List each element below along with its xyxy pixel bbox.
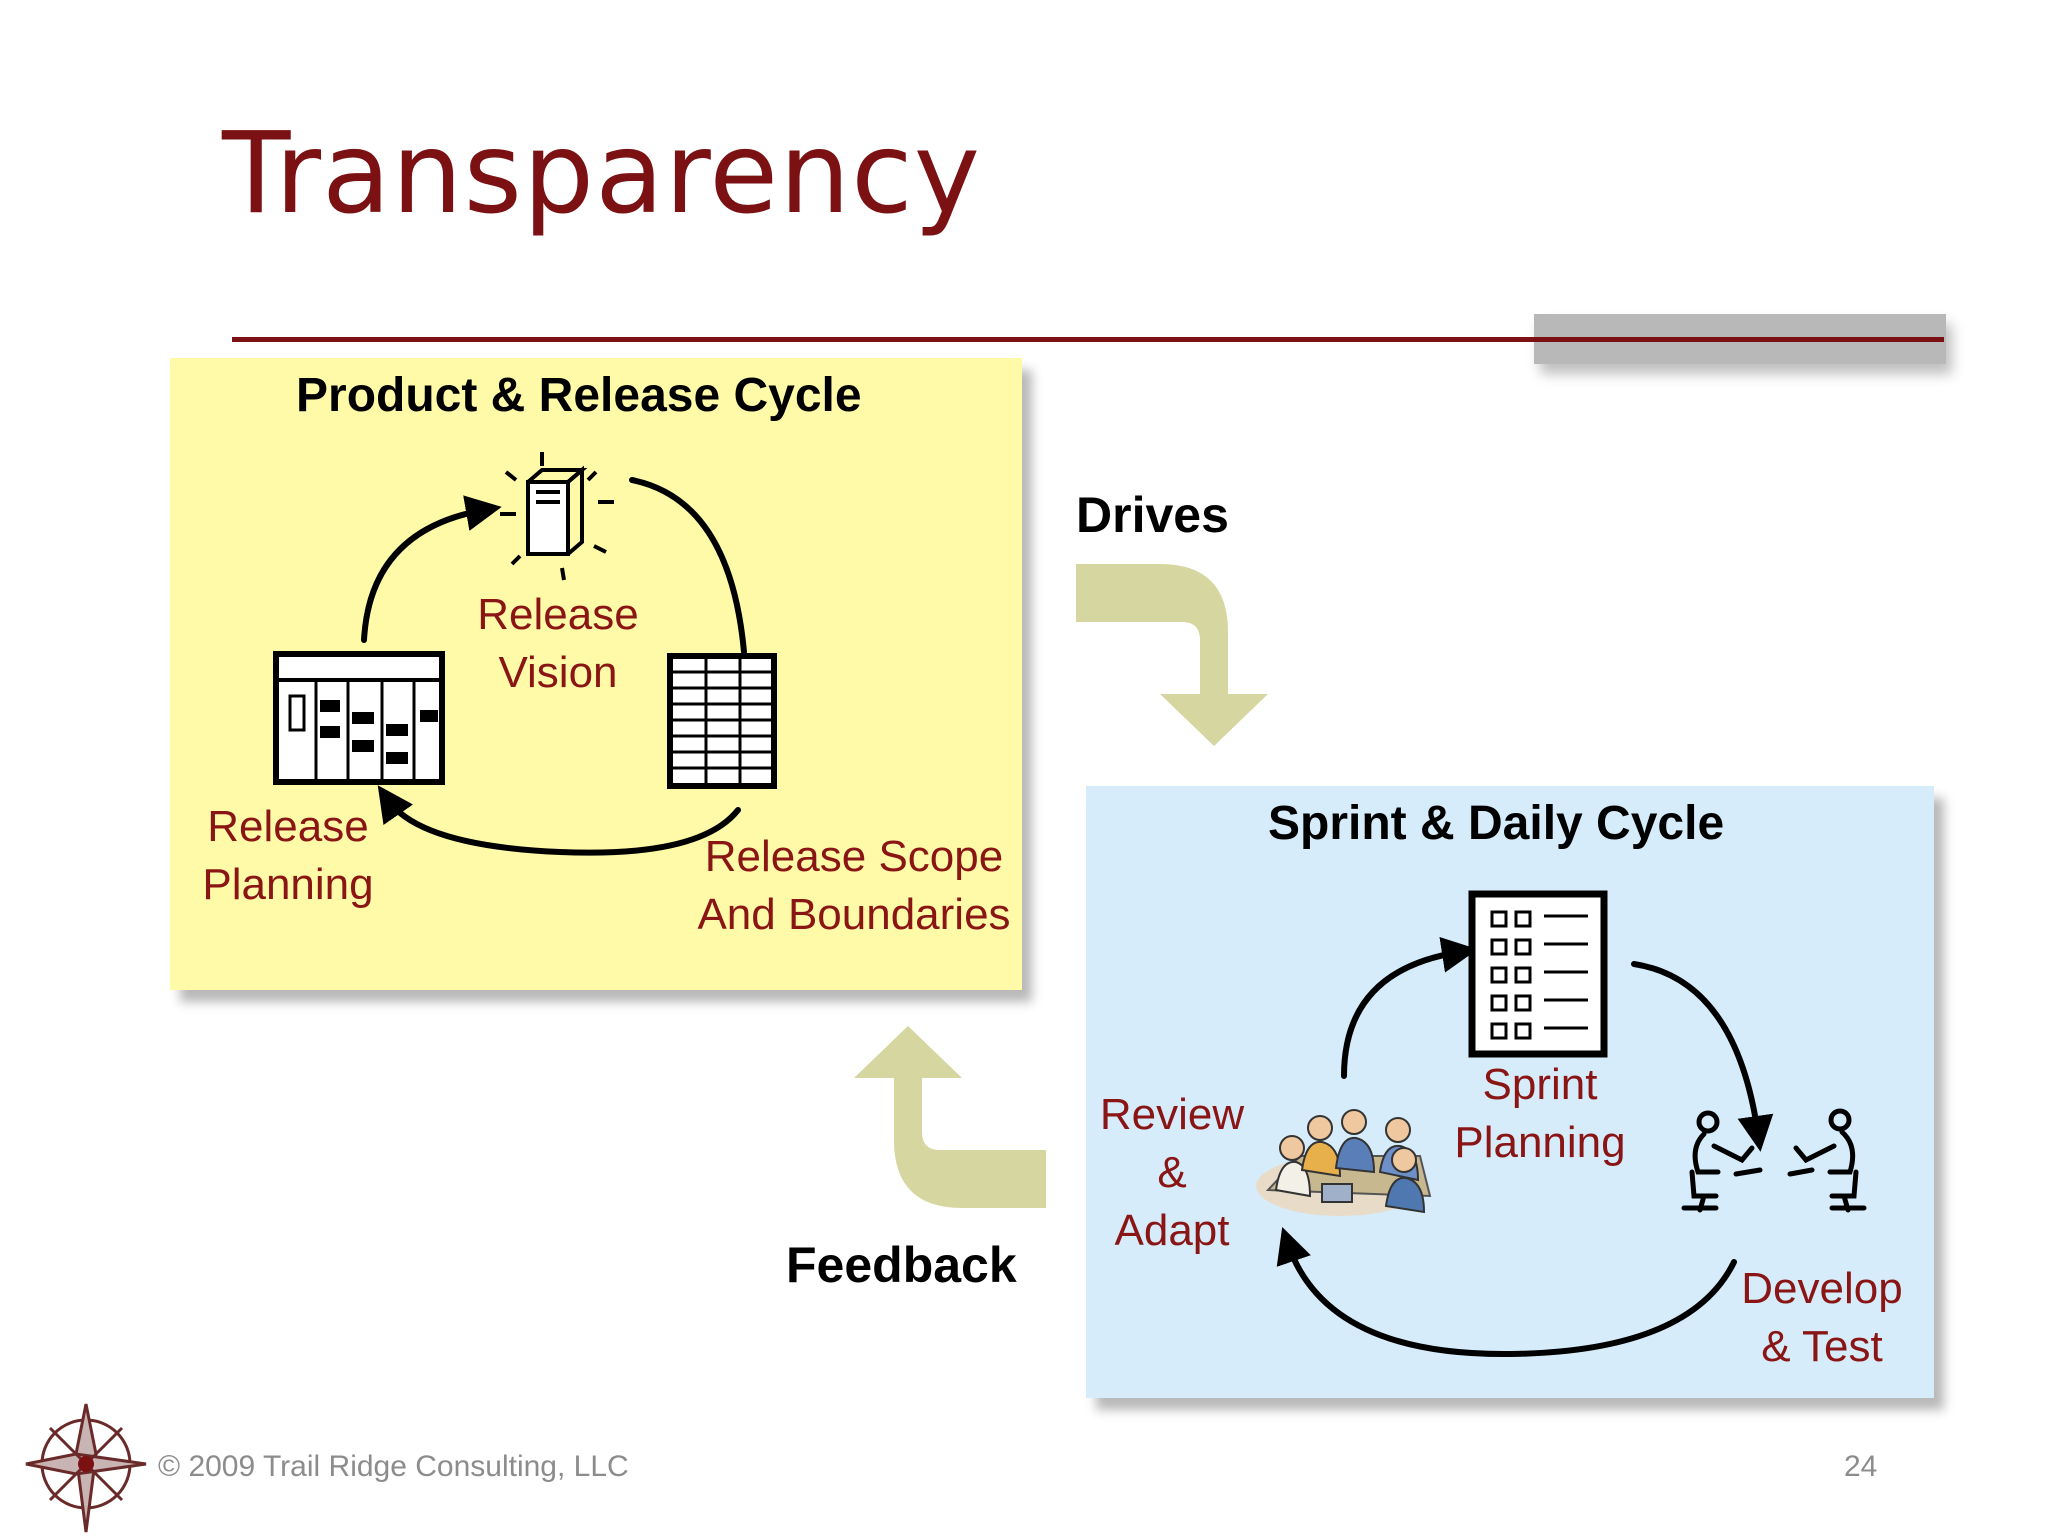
sprint-daily-panel: Sprint & Daily Cycle	[1086, 786, 1934, 1398]
feedback-arrow	[854, 1026, 1046, 1208]
release-vision-label: Release Vision	[477, 590, 639, 697]
release-planning-label: Release Planning	[202, 802, 374, 909]
review-adapt-label: Review & Adapt	[1099, 1090, 1245, 1255]
slide-title: Transparency	[222, 109, 982, 239]
scope-table-icon	[667, 653, 777, 789]
release-plan-board-icon	[273, 651, 445, 785]
product-cycle-title: Product & Release Cycle	[296, 369, 862, 422]
sprint-checklist-icon	[1468, 890, 1608, 1058]
team-meeting-icon	[1256, 1109, 1432, 1216]
title-rule	[232, 337, 1944, 342]
compass-rose-logo-icon	[25, 1403, 147, 1533]
lightbulb-book-icon	[500, 452, 614, 581]
drives-arrow	[1076, 564, 1268, 746]
copyright-footer: © 2009 Trail Ridge Consulting, LLC	[158, 1450, 629, 1483]
developers-icon	[1681, 1108, 1867, 1213]
sprint-planning-label: Sprint Planning	[1454, 1060, 1626, 1167]
feedback-label: Feedback	[786, 1237, 1017, 1293]
product-cycle-arrows	[361, 477, 747, 856]
develop-test-label: Develop & Test	[1741, 1264, 1903, 1371]
page-number: 24	[1844, 1450, 1878, 1483]
sprint-cycle-title: Sprint & Daily Cycle	[1268, 797, 1725, 850]
release-scope-label: Release Scope And Boundaries	[697, 832, 1011, 939]
sprint-cycle-arrows	[1276, 936, 1774, 1358]
drives-label: Drives	[1076, 487, 1229, 543]
